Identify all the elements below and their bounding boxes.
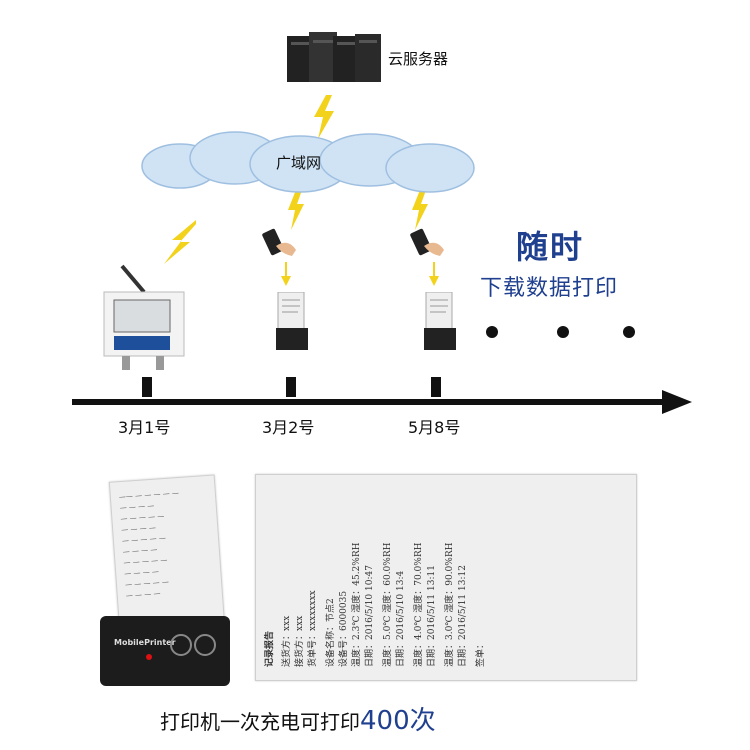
cloud-server-icon bbox=[285, 30, 385, 85]
ellipsis-dot bbox=[557, 326, 569, 338]
receipt-line: 签单： bbox=[476, 639, 486, 667]
phone-hand-icon bbox=[410, 228, 446, 262]
headline-subtitle: 下载数据打印 bbox=[480, 276, 619, 301]
caption-number: 400次 bbox=[360, 706, 436, 736]
receipt-line: 日期：2016/5/11 13:11 bbox=[427, 565, 437, 667]
data-logger-device bbox=[100, 262, 190, 378]
timeline-axis bbox=[72, 390, 697, 418]
lightning-icon bbox=[410, 190, 430, 234]
phone-hand-icon bbox=[262, 228, 298, 262]
server-label: 云服务器 bbox=[388, 50, 449, 68]
timeline-date: 5月8号 bbox=[408, 418, 461, 437]
receipt-line: 温度：2.3℃ 湿度：45.2%RH bbox=[352, 542, 362, 667]
timeline-tick bbox=[142, 377, 152, 397]
printer-with-receipt: —— — — — — —— — — —— — — — —— — — — — — … bbox=[100, 474, 230, 688]
printer-brand-label: MobilePrinter bbox=[114, 638, 176, 647]
receipt-header: 记录报告 bbox=[265, 630, 275, 667]
receipt-line: 温度：4.0℃ 湿度：70.0%RH bbox=[414, 542, 424, 667]
printer-button-icon bbox=[170, 634, 192, 656]
lightning-icon bbox=[286, 190, 306, 234]
timeline-date: 3月2号 bbox=[262, 418, 315, 437]
wan-label: 广域网 bbox=[276, 154, 322, 172]
receipt-line: 温度：5.0℃ 湿度：60.0%RH bbox=[383, 542, 393, 667]
receipt-line: 设备号：6000035 bbox=[339, 590, 349, 667]
caption-text: 打印机一次充电可打印 bbox=[160, 710, 360, 734]
small-printer-icon bbox=[272, 291, 312, 358]
wan-cloud bbox=[140, 128, 480, 198]
large-receipt: 记录报告 送货方：xxx 接货方：xxx 货单号：xxxxxxxx 设备名称：节… bbox=[255, 474, 637, 681]
caption: 打印机一次充电可打印400次 bbox=[160, 700, 436, 737]
timeline-date: 3月1号 bbox=[118, 418, 171, 437]
timeline-tick bbox=[286, 377, 296, 397]
headline-title: 随时 bbox=[516, 228, 585, 266]
receipt-line: 设备名称：节点2 bbox=[326, 598, 336, 667]
ellipsis-dot bbox=[486, 326, 498, 338]
receipt-line: 送货方：xxx bbox=[282, 615, 292, 667]
lightning-icon bbox=[160, 220, 200, 268]
printer-button-icon bbox=[194, 634, 216, 656]
lightning-icon bbox=[312, 95, 336, 143]
printer-led-icon bbox=[146, 654, 152, 660]
small-printer-icon bbox=[420, 291, 460, 358]
receipt-line: 日期：2016/5/10 13:4 bbox=[396, 570, 406, 667]
receipt-line: 温度：3.0℃ 湿度：90.0%RH bbox=[445, 542, 455, 667]
receipt-line: 接货方：xxx bbox=[295, 615, 305, 667]
arrow-down-icon bbox=[281, 262, 291, 290]
timeline-tick bbox=[431, 377, 441, 397]
receipt-line: 日期：2016/5/10 10:47 bbox=[365, 565, 375, 667]
receipt-line: 日期：2016/5/11 13:12 bbox=[458, 565, 468, 667]
ellipsis-dot bbox=[623, 326, 635, 338]
arrow-down-icon bbox=[429, 262, 439, 290]
receipt-line: 货单号：xxxxxxxx bbox=[308, 590, 318, 667]
